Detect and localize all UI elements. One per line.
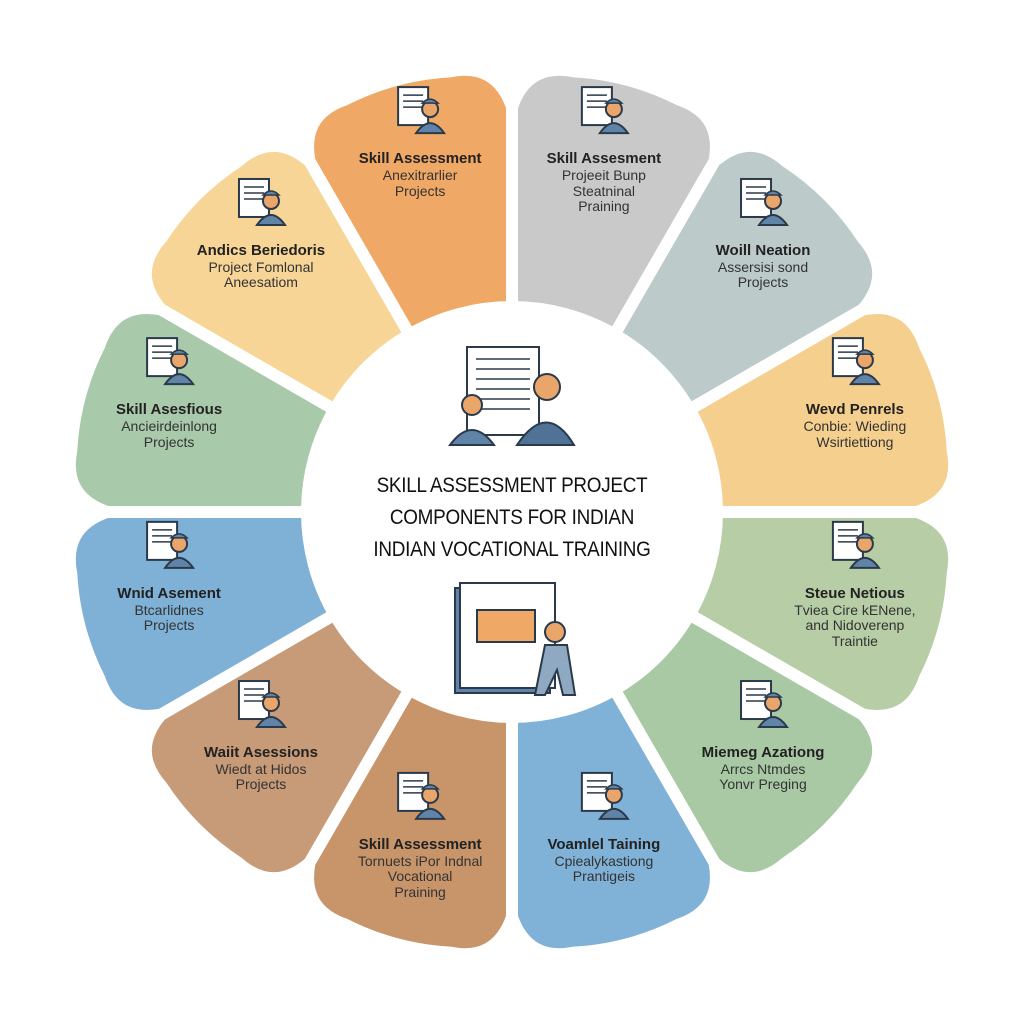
- segment-title: Andics Beriedoris: [196, 241, 326, 259]
- segment-subtitle: Projeeit Bunp: [561, 166, 646, 183]
- segment-subtitle: Projects: [143, 433, 195, 450]
- team-documents-icon: [448, 346, 576, 446]
- segment-subtitle: Ancieirdeinlong: [121, 417, 217, 434]
- segment-subtitle: Aneesatiom: [224, 274, 298, 291]
- presentation-icon: [454, 582, 577, 696]
- segment-title: Skill Asesfious: [116, 401, 223, 419]
- segment-subtitle: Traintie: [831, 633, 878, 650]
- segment-title: Skill Assesment: [546, 150, 662, 168]
- document-worker-icon: [580, 86, 630, 135]
- segment-subtitle: Btcarlidnes: [134, 601, 204, 618]
- segment-9: [139, 608, 416, 885]
- machine-document-icon: [740, 177, 789, 226]
- segment-subtitle: Steatninal: [572, 182, 636, 199]
- segment-2: [506, 63, 722, 341]
- segment-title: Voamlel Taining: [547, 835, 661, 853]
- segment-11: [63, 302, 341, 518]
- segment-6: [608, 608, 885, 885]
- segment-subtitle: Project Fomlonal: [208, 258, 314, 275]
- segment-title: Miemeg Azationg: [701, 744, 825, 762]
- segment-subtitle: Prantigeis: [572, 868, 635, 885]
- group-people-icon: [146, 520, 196, 569]
- segment-8: [302, 683, 518, 961]
- segment-subtitle: Wiedt at Hidos: [215, 760, 307, 777]
- segment-10: [63, 506, 341, 722]
- segment-title: Waiit Asessions: [204, 744, 318, 762]
- segment-title: Woill Neation: [715, 241, 811, 259]
- segment-subtitle: Yonvr Preging: [719, 776, 807, 793]
- segment-subtitle: Conbie: Wieding: [803, 417, 907, 434]
- workers-helmet-icon: [237, 680, 287, 729]
- segment-subtitle: Arrcs Ntmdes: [720, 760, 806, 777]
- growth-arrow-icon: [397, 86, 447, 135]
- segment-subtitle: Tornuets iPor Indnal: [357, 852, 483, 869]
- machine-operator-icon: [580, 771, 630, 820]
- segment-subtitle: Vocational: [387, 868, 453, 885]
- segment-subtitle: Assersisi sond: [717, 258, 809, 275]
- segment-subtitle: Wsirtiettiong: [816, 433, 894, 450]
- segment-3: [608, 139, 885, 416]
- segment-title: Wevd Penrels: [805, 401, 904, 419]
- center-circle: [313, 313, 711, 711]
- segment-subtitle: Projects: [235, 776, 287, 793]
- segment-1: [302, 63, 518, 341]
- cart-chart-icon: [397, 771, 447, 820]
- industrial-equipment-icon: [831, 520, 881, 569]
- segment-subtitle: and Nidoverenp: [805, 617, 905, 634]
- segment-12: [139, 139, 416, 416]
- segment-4: [683, 302, 961, 518]
- center-title-line-2: COMPONENTS FOR INDIAN: [389, 506, 635, 529]
- segment-title: Steue Netious: [804, 584, 905, 602]
- segment-subtitle: Tviea Cire kENene,: [794, 601, 916, 618]
- segment-subtitle: Praining: [394, 884, 446, 901]
- segment-subtitle: Projects: [737, 274, 789, 291]
- tablet-worker-icon: [740, 680, 789, 729]
- segment-subtitle: Projects: [143, 617, 195, 634]
- center-title-line-1: SKILL ASSESSMENT PROJECT: [376, 474, 648, 497]
- segment-subtitle: Cpiealykastiong: [554, 852, 654, 869]
- segment-title: Skill Assessment: [358, 150, 482, 168]
- segment-title: Wnid Asement: [117, 584, 221, 602]
- segment-7: [506, 683, 722, 961]
- center-title: SKILL ASSESSMENT PROJECT COMPONENTS FOR …: [332, 470, 692, 566]
- segment-subtitle: Praining: [578, 198, 630, 215]
- center-title-line-3: INDIAN VOCATIONAL TRAINING: [373, 538, 651, 561]
- segment-subtitle: Anexitrarlier: [382, 166, 458, 183]
- worker-helmet-icon: [237, 177, 287, 226]
- segment-5: [683, 506, 961, 722]
- segment-title: Skill Assessment: [358, 835, 482, 853]
- document-hands-icon: [146, 337, 196, 386]
- segment-subtitle: Projects: [394, 182, 446, 199]
- card-search-icon: [831, 337, 881, 386]
